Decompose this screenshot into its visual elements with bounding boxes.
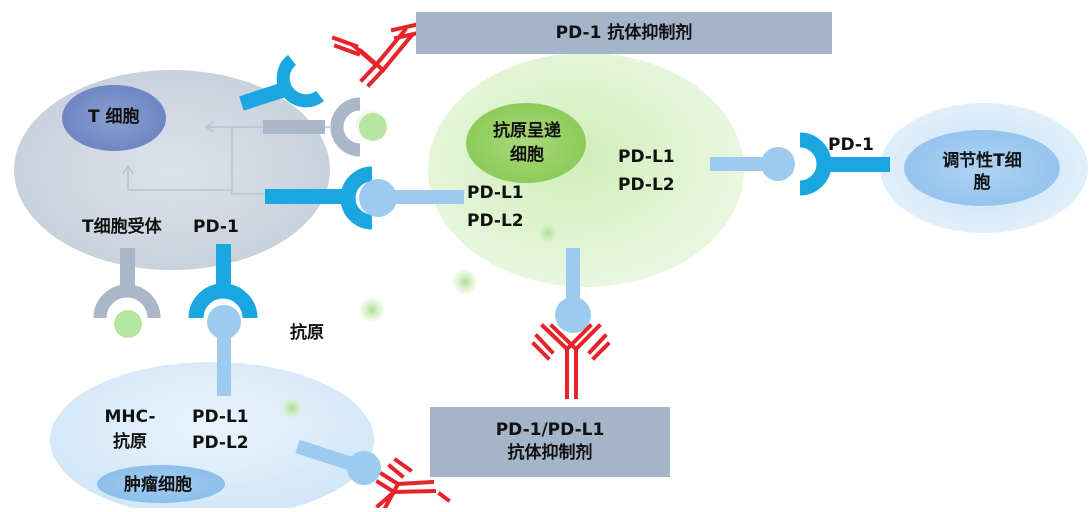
treg-label-line1: 调节性T细 <box>942 151 1022 171</box>
tcr-mhc-tumor <box>93 248 161 396</box>
treg-nucleus <box>904 130 1060 206</box>
apc-pdl1-left-label: PD-L1 <box>467 183 524 203</box>
t-cell-label: T 细胞 <box>88 107 140 127</box>
pdl1-apc-pd1-treg <box>710 132 890 196</box>
t-cell-nucleus <box>62 85 166 151</box>
apc-pdl2-right-label: PD-L2 <box>618 175 675 195</box>
pd1-pdl1-tcell-tumor <box>188 244 258 396</box>
tumor-pdl2-label: PD-L2 <box>192 433 249 453</box>
pdl1-inhibitor-box: PD-1/PD-L1 抗体抑制剂 <box>430 407 670 477</box>
treg-label-line2: 胞 <box>973 173 991 193</box>
tumor-cell-label: 肿瘤细胞 <box>124 475 192 495</box>
antibody-icon-2 <box>531 323 611 399</box>
apc-label-line2: 细胞 <box>510 145 544 165</box>
tcr-apc-binding <box>263 97 440 157</box>
pd1-inhibitor-text: PD-1 抗体抑制剂 <box>555 22 693 43</box>
apc-label: 抗原呈递 细胞 <box>472 120 582 166</box>
tumor-cell-nucleus <box>97 465 225 503</box>
apc-label-line1: 抗原呈递 <box>493 121 561 141</box>
apc-pdl2-left-label: PD-L2 <box>467 211 524 231</box>
pdl1-inhibitor-line1: PD-1/PD-L1 <box>495 420 605 440</box>
mhc-label-line2: 抗原 <box>113 432 147 452</box>
pdl1-apc-blocked <box>555 248 591 333</box>
apc-nucleus <box>466 103 586 183</box>
tumor-pdl1-label: PD-L1 <box>192 407 249 427</box>
t-cell-receptor-label: T细胞受体 <box>82 217 162 237</box>
pd1-inhibitor-box: PD-1 抗体抑制剂 <box>416 12 832 54</box>
t-cell-body <box>14 70 330 270</box>
antibody-icon <box>331 22 421 88</box>
pd1-blocked-by-antibody <box>239 54 324 111</box>
mhc-label-line1: MHC- <box>104 407 156 427</box>
treg-label: 调节性T细 胞 <box>922 150 1042 194</box>
pd1-tcell-label: PD-1 <box>193 217 239 237</box>
mhc-antigen-label: MHC- 抗原 <box>100 406 160 453</box>
antigen-label: 抗原 <box>290 323 324 343</box>
apc-body <box>428 53 744 287</box>
pd1-pdl1-tcell-apc <box>265 166 464 230</box>
apc-pdl1-right-label: PD-L1 <box>618 147 675 167</box>
pd1-treg-label: PD-1 <box>828 135 874 155</box>
pdl1-tumor-blocked <box>295 439 381 485</box>
antibody-icon-3 <box>375 457 451 511</box>
pdl1-inhibitor-line2: 抗体抑制剂 <box>507 443 593 463</box>
